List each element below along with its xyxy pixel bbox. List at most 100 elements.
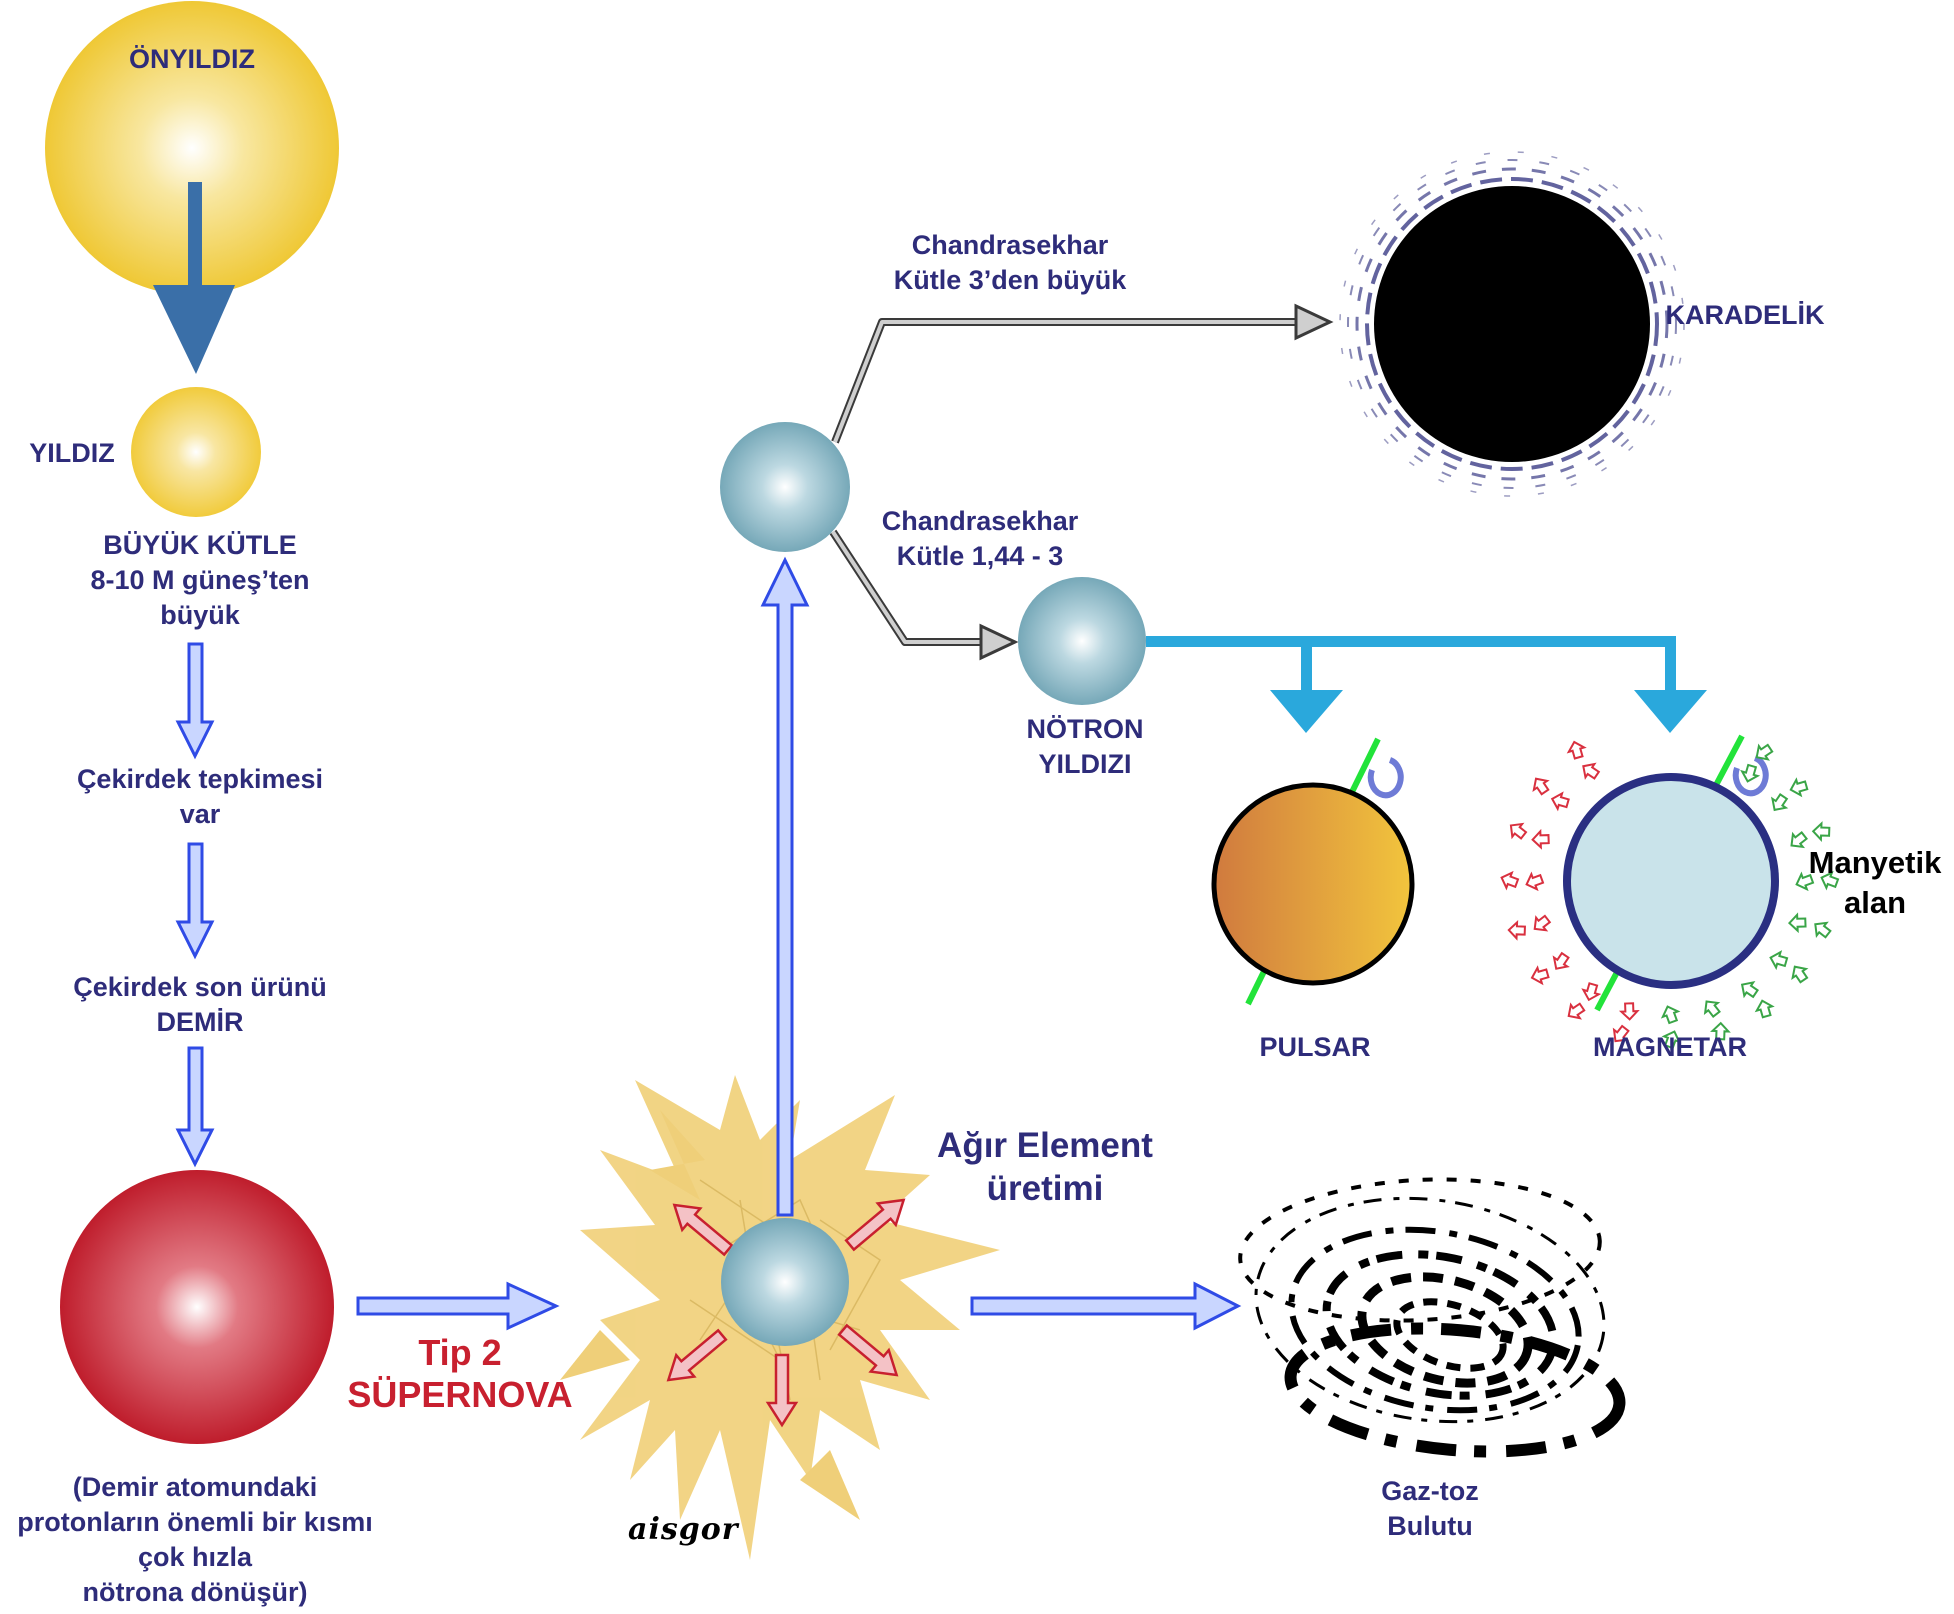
- signature: aisgor: [628, 1512, 739, 1547]
- magnetar-label: MAGNETAR: [1593, 1032, 1747, 1062]
- bh-cond-line-1: Chandrasekhar: [911, 230, 1109, 260]
- blackhole-condition-label: Chandrasekhar Kütle 3’den büyük: [860, 228, 1160, 298]
- magnetic-field-arrows: [1500, 740, 1840, 1050]
- field-arrow: [1566, 740, 1587, 760]
- field-arrow: [1507, 919, 1526, 941]
- fusion-label: Çekirdek tepkimesi var: [40, 762, 360, 832]
- field-arrow: [1550, 791, 1570, 812]
- protostar-to-star-arrow: [153, 182, 235, 374]
- neutronstar-arrowhead: [979, 623, 1019, 661]
- bh-cond-line-2: Kütle 3’den büyük: [893, 265, 1127, 295]
- mass-label-line-3: büyük: [160, 600, 240, 630]
- fusion-label-line-2: var: [179, 799, 221, 829]
- heavy-label-line-2: üretimi: [986, 1169, 1104, 1208]
- mass-label-line-1: BÜYÜK KÜTLE: [103, 530, 297, 560]
- protostar-icon: [45, 1, 339, 295]
- field-arrow: [1754, 999, 1775, 1019]
- field-arrow: [1532, 777, 1550, 796]
- core-to-neutronstar-arrow-inner: [831, 530, 985, 644]
- field-arrow: [1790, 831, 1808, 849]
- field-arrow: [1531, 828, 1550, 850]
- neutronstar-condition-label: Chandrasekhar Kütle 1,44 - 3: [850, 504, 1110, 574]
- ns-cond-line-2: Kütle 1,44 - 3: [896, 541, 1064, 571]
- field-label-line-1: Manyetik: [1808, 845, 1942, 880]
- cloud-label-line-2: Bulutu: [1387, 1511, 1473, 1541]
- field-arrow: [1581, 982, 1602, 1002]
- heavy-element-label: Ağır Element üretimi: [900, 1124, 1190, 1210]
- field-arrow: [1582, 762, 1601, 780]
- star-label: YILDIZ: [29, 438, 115, 468]
- field-arrow: [1661, 1030, 1682, 1050]
- field-arrow: [1811, 821, 1831, 842]
- iron-label: Çekirdek son ürünü DEMİR: [40, 970, 360, 1040]
- collapsed-core-icon: [720, 422, 850, 552]
- neutron-star-icon: [1018, 577, 1146, 705]
- core-to-blackhole-arrow: [831, 318, 1300, 444]
- field-arrow: [1740, 981, 1759, 999]
- ns-cond-line-1: Chandrasekhar: [881, 506, 1079, 536]
- field-arrow: [1500, 870, 1520, 891]
- red-supergiant-icon: [60, 1170, 334, 1444]
- field-arrow: [1820, 870, 1840, 891]
- field-arrow: [1740, 763, 1761, 783]
- gas-dust-cloud-icon: [1238, 1177, 1626, 1458]
- supernova-core-icon: [721, 1218, 849, 1346]
- field-arrow: [1567, 1002, 1586, 1020]
- field-arrow: [1769, 950, 1789, 971]
- pulsar-icon: [1211, 737, 1415, 1006]
- field-arrow: [1771, 793, 1789, 812]
- field-arrow: [1509, 822, 1528, 840]
- supernova-to-cloud-arrow: [970, 1281, 1242, 1331]
- field-arrow: [1755, 743, 1774, 761]
- note-line-2: protonların önemli bir kısmı: [17, 1507, 373, 1537]
- magnetar-icon: [1563, 734, 1779, 1012]
- pulsar-label: PULSAR: [1259, 1032, 1371, 1062]
- heavy-label-line-1: Ağır Element: [937, 1126, 1153, 1165]
- field-arrow: [1660, 1005, 1681, 1025]
- protostar-label: ÖNYILDIZ: [129, 44, 255, 74]
- redgiant-to-supernova-arrow: [356, 1281, 560, 1331]
- field-arrow: [1814, 921, 1832, 939]
- fusion-to-iron-arrow: [175, 842, 215, 960]
- note-line-1: (Demir atomundaki: [72, 1472, 318, 1502]
- field-arrow: [1795, 871, 1815, 892]
- neutronstar-branch-arrows: [1146, 636, 1707, 733]
- field-arrow: [1612, 1024, 1630, 1043]
- field-arrow: [1789, 777, 1809, 798]
- star-icon: [131, 387, 261, 517]
- field-arrow: [1618, 1002, 1640, 1021]
- black-hole-label: KARADELİK: [1665, 300, 1825, 330]
- field-arrow: [1552, 951, 1570, 970]
- iron-to-redgiant-arrow: [175, 1046, 215, 1168]
- supernova-label: Tip 2 SÜPERNOVA: [330, 1332, 590, 1416]
- supernova-label-line-1: Tip 2: [418, 1332, 502, 1373]
- note-line-4: nötrona dönüşür): [82, 1577, 308, 1607]
- iron-label-line-1: Çekirdek son ürünü: [73, 972, 327, 1002]
- field-arrow: [1710, 1021, 1731, 1041]
- field-arrow: [1703, 1000, 1721, 1018]
- magnetic-field-label: Manyetik alan: [1800, 843, 1950, 923]
- radiating-red-arrows: [666, 1198, 906, 1428]
- field-arrow: [1533, 914, 1552, 932]
- field-arrow: [1525, 871, 1545, 892]
- core-to-blackhole-arrow-inner: [833, 320, 1300, 443]
- iron-note-label: (Demir atomundaki protonların önemli bir…: [0, 1470, 390, 1610]
- neutron-star-label: NÖTRON YILDIZI: [990, 712, 1180, 782]
- neutron-star-label-line-2: YILDIZI: [1038, 749, 1132, 779]
- supernova-label-line-2: SÜPERNOVA: [347, 1374, 573, 1415]
- gas-dust-cloud-label: Gaz-toz Bulutu: [1340, 1474, 1520, 1544]
- mass-to-fusion-arrow: [175, 642, 215, 760]
- fusion-label-line-1: Çekirdek tepkimesi: [76, 764, 324, 794]
- field-arrow: [1791, 965, 1809, 984]
- field-label-line-2: alan: [1843, 885, 1907, 920]
- cloud-label-line-1: Gaz-toz: [1381, 1476, 1479, 1506]
- field-arrow: [1787, 912, 1807, 934]
- blackhole-arrowhead: [1294, 303, 1334, 341]
- mass-label: BÜYÜK KÜTLE 8-10 M güneş’ten büyük: [40, 528, 360, 633]
- neutron-star-label-line-1: NÖTRON: [1026, 714, 1144, 744]
- note-line-3: çok hızla: [137, 1542, 253, 1572]
- field-arrow: [1530, 965, 1550, 986]
- supernova-to-core-arrow: [760, 556, 810, 1217]
- black-hole-icon: [1339, 151, 1685, 497]
